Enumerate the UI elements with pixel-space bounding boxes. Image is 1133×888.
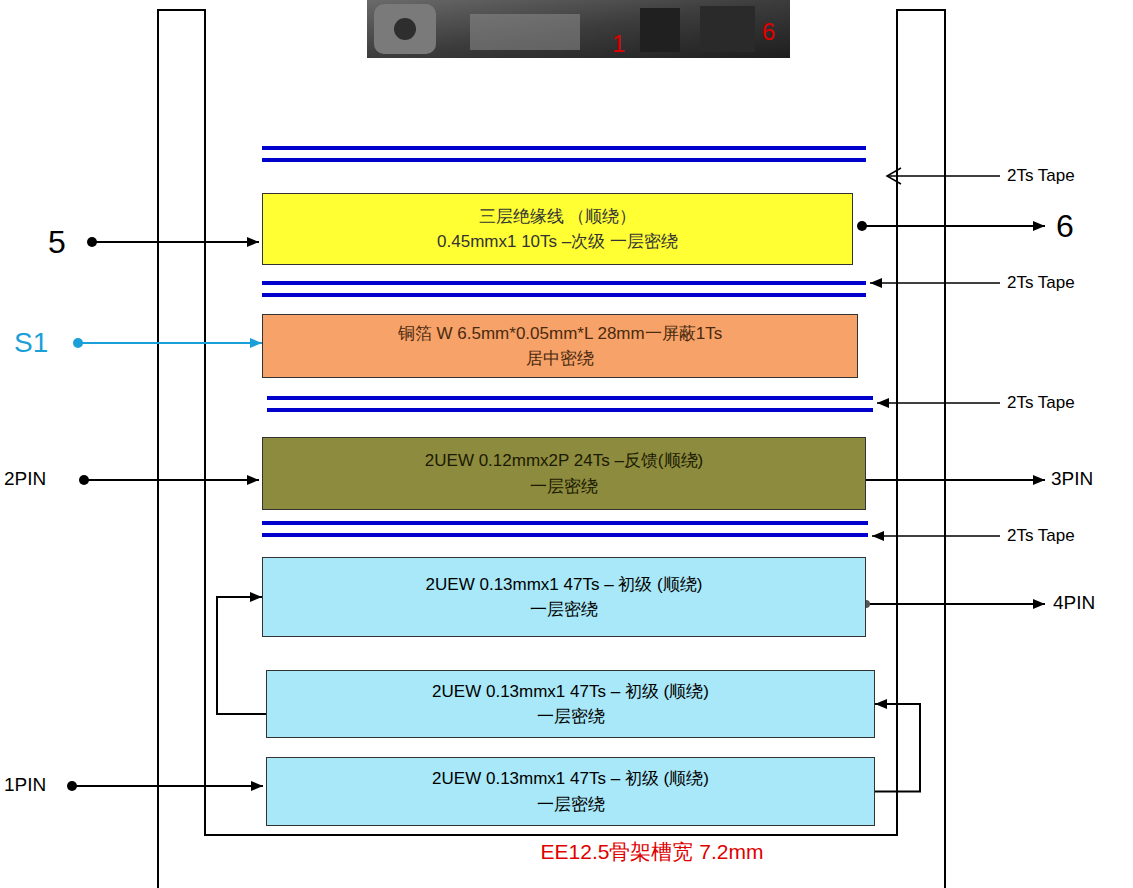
leader-line bbox=[870, 282, 1000, 284]
winding-spec: 居中密绕 bbox=[526, 346, 594, 372]
winding-spec: 2UEW 0.12mmx2P 24Ts –反馈(顺绕) bbox=[425, 448, 703, 474]
pin-line bbox=[72, 785, 263, 787]
winding-spec: 一层密绕 bbox=[530, 597, 598, 623]
pin-name: 3PIN bbox=[1051, 468, 1093, 490]
pin-leaders bbox=[72, 226, 1045, 786]
bobbin-dimension: EE12.5骨架槽宽 7.2mm bbox=[541, 840, 764, 864]
winding-spec: 2UEW 0.13mmx1 47Ts – 初级 (顺绕) bbox=[426, 572, 703, 598]
winding-spec: 2UEW 0.13mmx1 47Ts – 初级 (顺绕) bbox=[432, 679, 709, 705]
winding-layer-box: 三层绝缘线 （顺绕）0.45mmx1 10Ts –次级 一层密绕 bbox=[262, 193, 853, 265]
callout-number: 6 bbox=[762, 18, 775, 46]
bobbin-outline bbox=[158, 10, 945, 888]
pin-line bbox=[866, 603, 1045, 605]
tape-line bbox=[267, 408, 873, 412]
tape-line bbox=[262, 158, 866, 162]
photo-part bbox=[700, 6, 755, 52]
pin-name: S1 bbox=[14, 327, 48, 359]
pin-name: 1PIN bbox=[4, 774, 46, 796]
winding-spec: 铜箔 W 6.5mm*0.05mm*L 28mm一屏蔽1Ts bbox=[398, 321, 722, 347]
pin-dot bbox=[73, 338, 83, 348]
winding-layer-box: 2UEW 0.13mmx1 47Ts – 初级 (顺绕)一层密绕 bbox=[266, 757, 875, 826]
tape-line bbox=[262, 533, 868, 537]
tape-label: 2Ts Tape bbox=[1007, 166, 1075, 186]
callout-number: 1 bbox=[612, 30, 625, 58]
tape-line bbox=[262, 146, 866, 150]
tape-label: 2Ts Tape bbox=[1007, 273, 1075, 293]
tape-label: 2Ts Tape bbox=[1007, 526, 1075, 546]
photo-part bbox=[394, 18, 416, 40]
pin-line bbox=[866, 479, 1045, 481]
photo-ground bbox=[367, 0, 790, 58]
pin-number: 6 bbox=[1056, 208, 1074, 245]
winding-layer-box: 铜箔 W 6.5mm*0.05mm*L 28mm一屏蔽1Ts居中密绕 bbox=[262, 314, 858, 378]
photo-part bbox=[374, 4, 436, 54]
arrow-head bbox=[887, 168, 901, 184]
pin-dot bbox=[79, 475, 89, 485]
winding-spec: 三层绝缘线 （顺绕） bbox=[479, 204, 637, 230]
pin-dot bbox=[67, 781, 77, 791]
winding-spec: 2UEW 0.13mmx1 47Ts – 初级 (顺绕) bbox=[432, 766, 709, 792]
tape-line bbox=[267, 396, 873, 400]
winding-connection bbox=[217, 597, 266, 714]
winding-spec: 一层密绕 bbox=[537, 792, 605, 818]
winding-spec: 0.45mmx1 10Ts –次级 一层密绕 bbox=[437, 229, 678, 255]
pin-name: 2PIN bbox=[4, 468, 46, 490]
winding-layer-box: 2UEW 0.13mmx1 47Ts – 初级 (顺绕)一层密绕 bbox=[262, 557, 866, 637]
tape-label: 2Ts Tape bbox=[1007, 393, 1075, 413]
photo-part bbox=[470, 14, 580, 50]
leader-line bbox=[877, 402, 1000, 404]
shield-line bbox=[78, 342, 262, 344]
tape-layers bbox=[262, 148, 873, 535]
pin-number: 5 bbox=[48, 224, 66, 261]
pin-line bbox=[92, 241, 259, 243]
photo bbox=[367, 0, 790, 58]
tape-line bbox=[262, 293, 866, 297]
pin-line bbox=[84, 479, 259, 481]
winding-spec: 一层密绕 bbox=[537, 704, 605, 730]
photo-part bbox=[640, 8, 680, 52]
pin-dot bbox=[87, 237, 97, 247]
winding-connection bbox=[875, 704, 920, 792]
leader-line bbox=[887, 175, 1000, 177]
winding-layer-box: 2UEW 0.13mmx1 47Ts – 初级 (顺绕)一层密绕 bbox=[266, 670, 875, 738]
winding-spec: 一层密绕 bbox=[530, 474, 598, 500]
tape-line bbox=[262, 521, 868, 525]
pin-name: 4PIN bbox=[1053, 592, 1095, 614]
tape-line bbox=[262, 281, 866, 285]
winding-layer-box: 2UEW 0.12mmx2P 24Ts –反馈(顺绕)一层密绕 bbox=[262, 437, 866, 510]
leader-line bbox=[872, 535, 1000, 537]
pin-line bbox=[862, 225, 1045, 227]
pin-dot bbox=[857, 221, 867, 231]
